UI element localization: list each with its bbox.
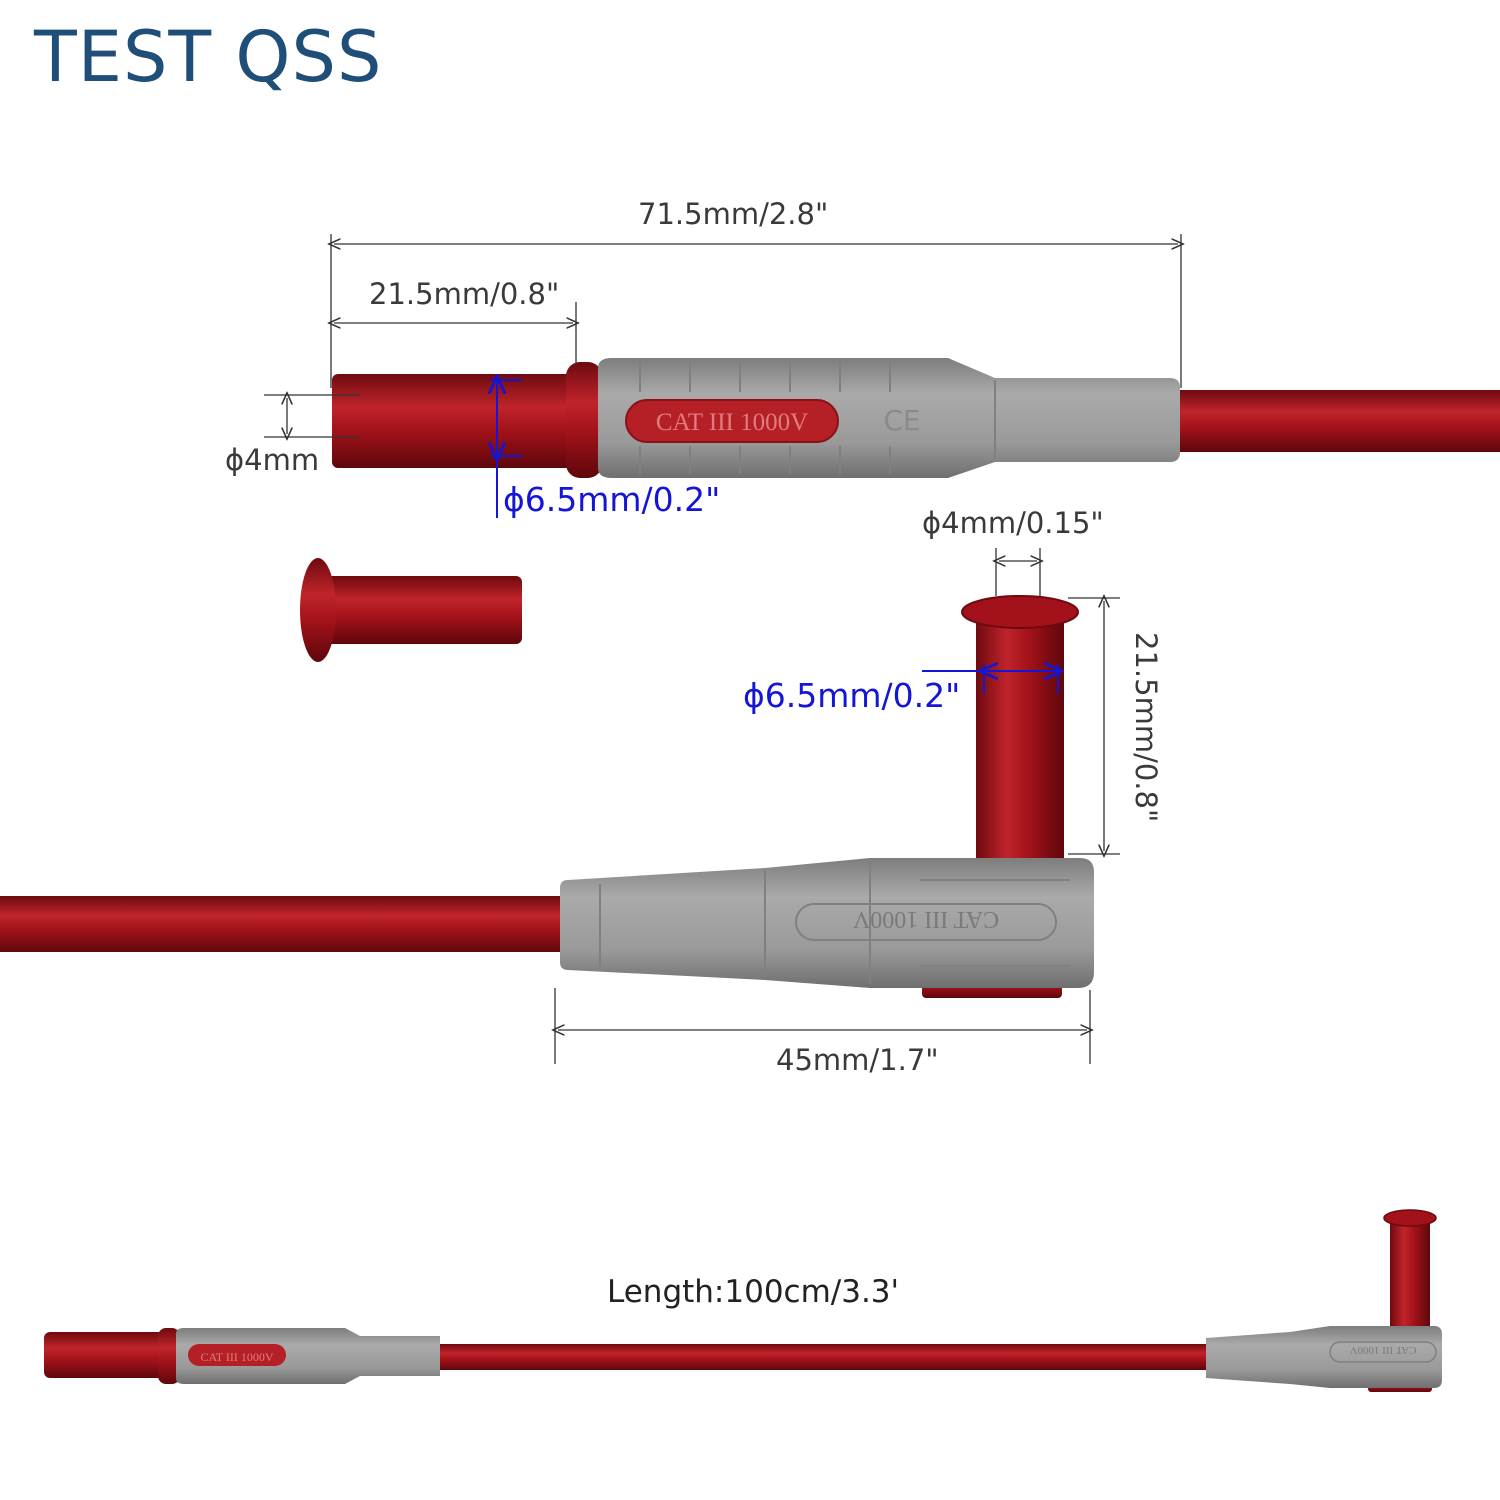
full-lead-left-badge — [188, 1344, 286, 1366]
right-angle-plug-cable — [0, 896, 568, 952]
right-angle-sleeve-length-label: 21.5mm/0.8" — [1129, 632, 1163, 823]
right-angle-pin-diameter-label: ϕ4mm/0.15" — [922, 506, 1104, 540]
pin-diameter-label: ϕ4mm — [225, 443, 320, 477]
spare-sleeve — [300, 558, 522, 662]
full-lead-right-badge — [1329, 1341, 1437, 1363]
straight-plug-sleeve — [332, 374, 582, 468]
right-angle-plug: CAT III 1000V — [0, 595, 1094, 998]
straight-plug-marking-badge — [625, 399, 839, 443]
cable-length-label: Length:100cm/3.3' — [607, 1274, 900, 1310]
sleeve-diameter-label: ϕ6.5mm/0.2" — [503, 480, 721, 519]
right-angle-sleeve-diameter-label: ϕ6.5mm/0.2" — [743, 676, 961, 715]
straight-plug-grip-ridges — [639, 362, 996, 474]
right-angle-plug-marking-badge — [795, 903, 1057, 941]
right-angle-plug-housing — [560, 858, 1094, 988]
sleeve-length-label: 21.5mm/0.8" — [369, 277, 560, 311]
straight-plug-cable — [1175, 390, 1500, 452]
full-lead-right-housing — [1206, 1326, 1442, 1388]
straight-plug-marking: CAT III 1000V — [656, 409, 808, 436]
full-lead-left-housing — [176, 1328, 440, 1384]
right-angle-body-length-label: 45mm/1.7" — [776, 1043, 939, 1077]
full-lead-right-sleeve — [1390, 1216, 1430, 1346]
straight-plug: CAT III 1000V CE — [332, 358, 1500, 478]
full-lead-left-collar — [158, 1328, 180, 1384]
straight-plug-housing — [598, 358, 1180, 478]
right-angle-plug-collar — [961, 595, 1079, 629]
full-lead-right-collar — [1383, 1209, 1437, 1227]
ce-mark-icon: CE — [883, 404, 920, 437]
full-lead-left-sleeve — [44, 1332, 164, 1378]
dimension-lines — [264, 234, 1181, 1064]
right-angle-plug-marking: CAT III 1000V — [852, 906, 999, 932]
full-lead-left-marking: CAT III 1000V — [200, 1350, 273, 1364]
straight-plug-collar — [566, 362, 602, 478]
right-angle-plug-sleeve — [976, 612, 1064, 874]
brand-title: TEST QSS — [34, 16, 383, 98]
right-angle-plug-grip-ridges — [599, 862, 1070, 984]
full-lead-cable — [436, 1344, 1216, 1370]
full-lead: CAT III 1000V CAT III 1000V — [44, 1209, 1442, 1392]
overall-length-label: 71.5mm/2.8" — [638, 197, 829, 231]
blue-dimension-lines — [490, 380, 1060, 694]
full-lead-right-marking: CAT III 1000V — [1349, 1344, 1416, 1356]
